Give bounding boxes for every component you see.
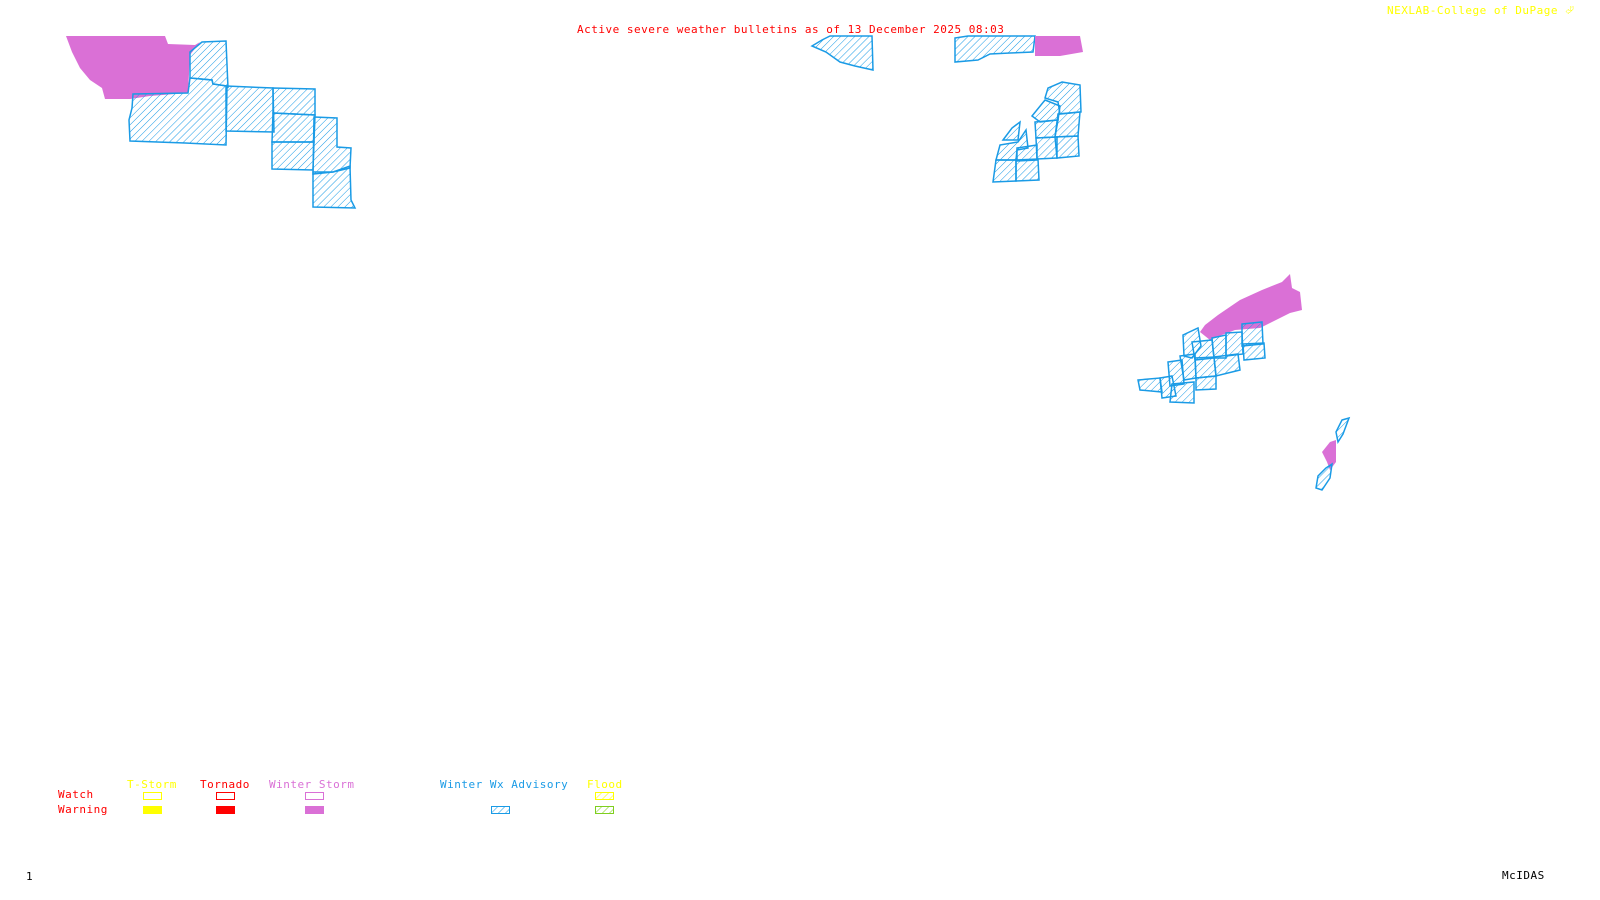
legend-row-label-watch: Watch xyxy=(58,788,94,801)
winter-wx-advisory-zone xyxy=(1315,462,1333,491)
legend-label-tornado: Tornado xyxy=(200,778,250,791)
winter-wx-advisory-zone xyxy=(1054,111,1081,138)
winter-wx-advisory-zone xyxy=(271,112,316,143)
winter-wx-advisory-zone xyxy=(1211,334,1227,359)
winter-storm-warning-area xyxy=(1200,274,1302,340)
legend-swatch-tornado-watch xyxy=(216,792,235,800)
software-label: McIDAS xyxy=(1502,869,1545,882)
frame-number: 1 xyxy=(26,870,34,883)
winter-storm-warning-area xyxy=(66,36,200,99)
winter-wx-advisory-zone xyxy=(1034,119,1059,139)
winter-wx-advisory-zone xyxy=(1015,158,1040,182)
region-great-lakes-michigan xyxy=(992,81,1082,183)
winter-wx-advisory-zone xyxy=(954,35,1036,63)
winter-wx-advisory-zone xyxy=(1035,136,1058,160)
legend-label-flood: Flood xyxy=(587,778,623,791)
winter-wx-advisory-zone xyxy=(1225,331,1244,357)
winter-storm-warning-area xyxy=(1035,36,1083,56)
legend-swatch-tstorm-warning xyxy=(143,806,162,814)
legend-swatch-winter-storm-warning xyxy=(305,806,324,814)
winter-wx-advisory-zone xyxy=(1213,353,1241,377)
winter-wx-advisory-zone xyxy=(272,87,316,116)
page-title: Active severe weather bulletins as of 13… xyxy=(577,23,1005,36)
legend-row-label-warning: Warning xyxy=(58,803,108,816)
winter-wx-advisory-zone xyxy=(1195,375,1217,391)
cod-logo-icon: ⮰ xyxy=(1565,4,1575,17)
winter-wx-advisory-zone xyxy=(992,159,1017,183)
region-new-england-coast xyxy=(1315,416,1351,491)
winter-wx-advisory-zone xyxy=(1241,321,1264,347)
winter-wx-advisory-zone xyxy=(1030,99,1061,123)
winter-wx-advisory-zone xyxy=(225,85,275,133)
legend-swatch-tornado-warning xyxy=(216,806,235,814)
region-northwest xyxy=(66,36,357,209)
winter-wx-advisory-zone xyxy=(1335,416,1351,444)
region-upper-midwest-north xyxy=(810,35,1083,71)
winter-wx-advisory-zone xyxy=(1194,356,1217,379)
legend-swatch-flood-warning xyxy=(595,806,614,814)
legend-label-winter-storm: Winter Storm xyxy=(269,778,355,791)
winter-wx-advisory-zone xyxy=(1242,342,1266,361)
winter-wx-advisory-zone xyxy=(312,164,357,209)
credit-label: NEXLAB-College of DuPage xyxy=(1387,4,1558,17)
legend-swatch-winter-wx-advisory xyxy=(491,806,510,814)
legend-label-tstorm: T-Storm xyxy=(127,778,177,791)
winter-wx-advisory-zone xyxy=(1137,377,1163,393)
legend-swatch-tstorm-watch xyxy=(143,792,162,800)
legend-swatch-winter-storm-watch xyxy=(305,792,324,800)
legend-label-winter-wx-advisory: Winter Wx Advisory xyxy=(440,778,569,791)
winter-wx-advisory-zone xyxy=(312,116,352,175)
credit-text: NEXLAB-College of DuPage ⮰ xyxy=(1387,5,1574,17)
legend-swatch-flood-watch xyxy=(595,792,614,800)
winter-wx-advisory-zone xyxy=(1001,120,1021,141)
winter-wx-advisory-zone xyxy=(1054,135,1080,159)
region-lake-erie-ontario xyxy=(1137,274,1302,404)
winter-storm-warning-area xyxy=(1322,440,1336,470)
winter-wx-advisory-zone xyxy=(1169,381,1195,404)
winter-wx-advisory-zone xyxy=(271,141,315,171)
winter-wx-advisory-zone xyxy=(810,35,874,71)
